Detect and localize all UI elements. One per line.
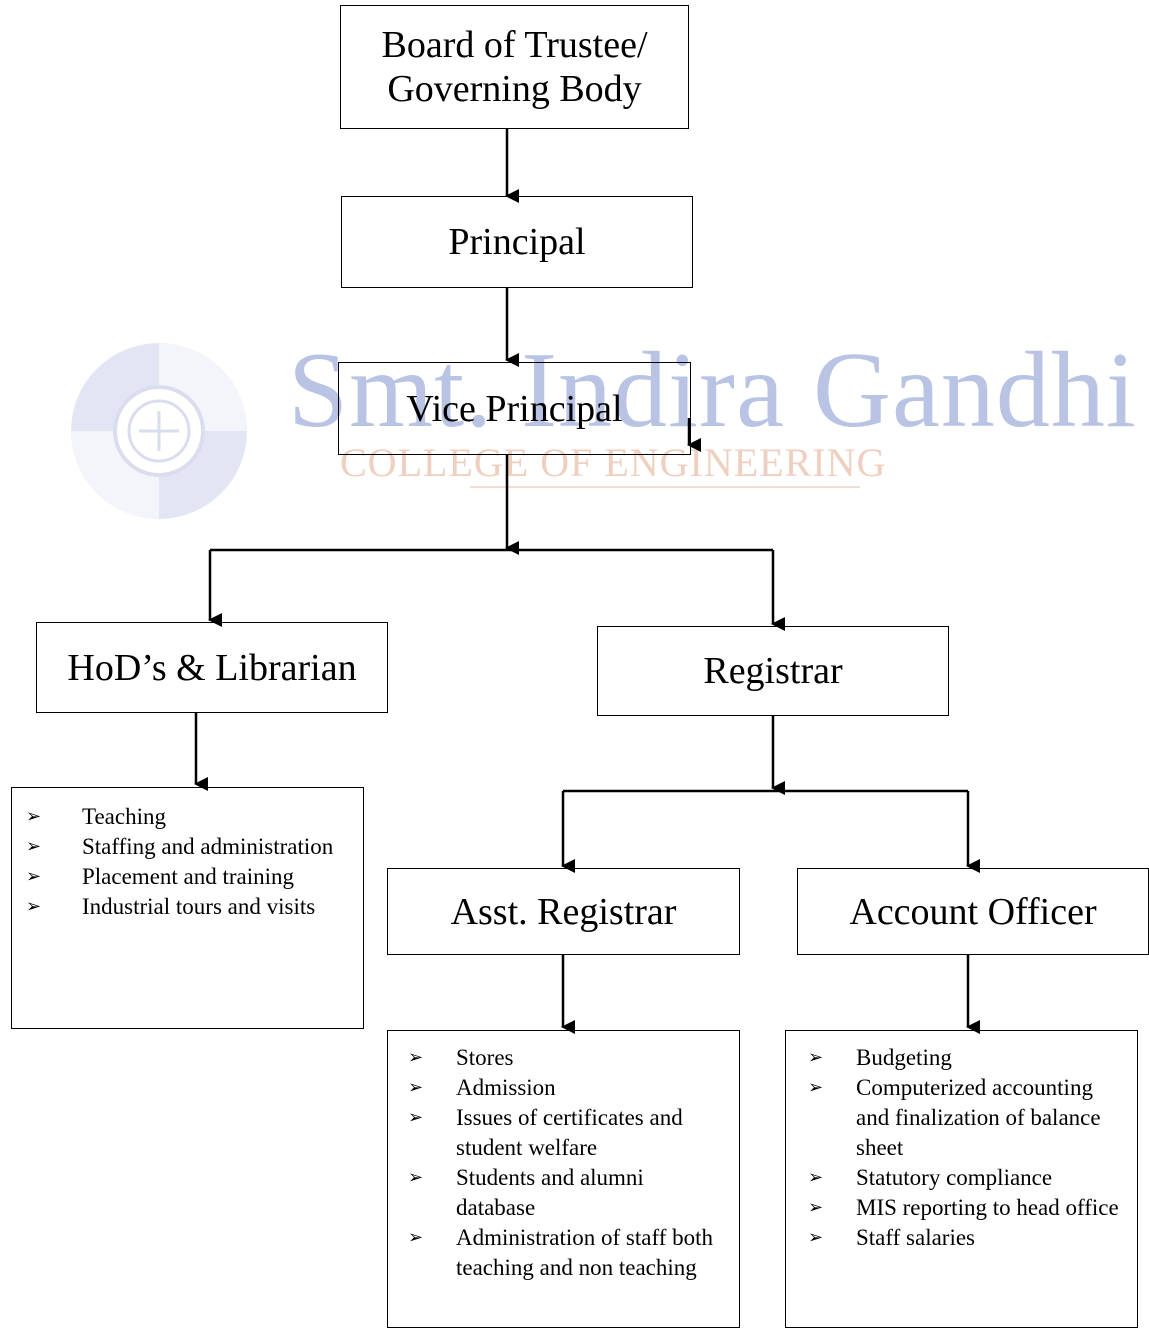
hods-label: HoD’s & Librarian [67,646,357,689]
duty-text: Placement and training [82,864,295,889]
duty-item: ➢ Administration of staff both teaching a… [408,1223,727,1283]
duty-item: ➢ Computerized accounting and finalizatio… [808,1073,1125,1163]
duty-text: Stores [456,1045,514,1070]
bullet-arrow-icon: ➢ [808,1167,824,1188]
bullet-arrow-icon: ➢ [408,1047,424,1068]
asst-registrar-duties-box: ➢ Stores ➢ Admission ➢ Issues of certificates… [387,1030,740,1328]
principal-node: Principal [341,196,693,288]
bullet-arrow-icon: ➢ [26,866,42,887]
duty-item: ➢ Placement and training [26,862,347,892]
duty-text: Students and alumni database [456,1165,644,1220]
bullet-arrow-icon: ➢ [408,1077,424,1098]
duty-item: ➢ Issues of certificates and student welf… [408,1103,727,1163]
bullet-arrow-icon: ➢ [26,806,42,827]
bullet-arrow-icon: ➢ [808,1077,824,1098]
bullet-arrow-icon: ➢ [808,1227,824,1248]
bullet-arrow-icon: ➢ [408,1227,424,1248]
registrar-node: Registrar [597,626,949,716]
hods-node: HoD’s & Librarian [36,622,388,713]
duty-item: ➢ Admission [408,1073,727,1103]
board-node: Board of Trustee/ Governing Body [340,5,689,129]
bullet-arrow-icon: ➢ [808,1197,824,1218]
duty-text: MIS reporting to head office [856,1195,1119,1220]
asst-registrar-node: Asst. Registrar [387,868,740,955]
board-label: Board of Trustee/ Governing Body [381,24,648,110]
duty-item: ➢ Industrial tours and visits [26,892,347,922]
account-officer-node: Account Officer [797,868,1149,955]
account-officer-duties-list: ➢ Budgeting ➢ Computerized accounting and f… [808,1043,1125,1253]
duty-item: ➢ Budgeting [808,1043,1125,1073]
bullet-arrow-icon: ➢ [408,1107,424,1128]
bullet-arrow-icon: ➢ [808,1047,824,1068]
duty-text: Computerized accounting and finalization… [856,1075,1101,1160]
registrar-label: Registrar [703,650,843,692]
duty-item: ➢ Students and alumni database [408,1163,727,1223]
hods-duties-list: ➢ Teaching ➢ Staffing and administration ➢ Pl… [26,802,347,922]
duty-item: ➢ Staffing and administration [26,832,347,862]
duty-text: Staff salaries [856,1225,976,1250]
watermark-subtitle: COLLEGE OF ENGINEERING [340,440,887,485]
vice-principal-node: Vice Principal [338,362,691,455]
watermark-rule [470,486,860,488]
principal-label: Principal [448,221,586,263]
duty-item: ➢ Statutory compliance [808,1163,1125,1193]
duty-text: Issues of certificates and student welfa… [456,1105,683,1160]
account-officer-label: Account Officer [849,890,1097,933]
duty-text: Staffing and administration [82,834,334,859]
vice-principal-label: Vice Principal [406,387,623,430]
watermark-name: Smt. Indira Gandhi [288,331,1137,450]
hods-duties-box: ➢ Teaching ➢ Staffing and administration ➢ Pl… [11,787,364,1029]
asst-registrar-duties-list: ➢ Stores ➢ Admission ➢ Issues of certificates… [408,1043,727,1283]
asst-registrar-label: Asst. Registrar [450,890,677,933]
account-officer-duties-box: ➢ Budgeting ➢ Computerized accounting and f… [785,1030,1138,1328]
duty-text: Statutory compliance [856,1165,1053,1190]
duty-text: Administration of staff both teaching an… [456,1225,714,1280]
duty-text: Industrial tours and visits [82,894,316,919]
bullet-arrow-icon: ➢ [26,836,42,857]
duty-item: ➢ Teaching [26,802,347,832]
duty-item: ➢ Stores [408,1043,727,1073]
duty-item: ➢ Staff salaries [808,1223,1125,1253]
college-seal-icon [71,343,247,519]
duty-text: Teaching [82,804,166,829]
duty-item: ➢ MIS reporting to head office [808,1193,1125,1223]
bullet-arrow-icon: ➢ [26,896,42,917]
duty-text: Admission [456,1075,556,1100]
bullet-arrow-icon: ➢ [408,1167,424,1188]
duty-text: Budgeting [856,1045,952,1070]
